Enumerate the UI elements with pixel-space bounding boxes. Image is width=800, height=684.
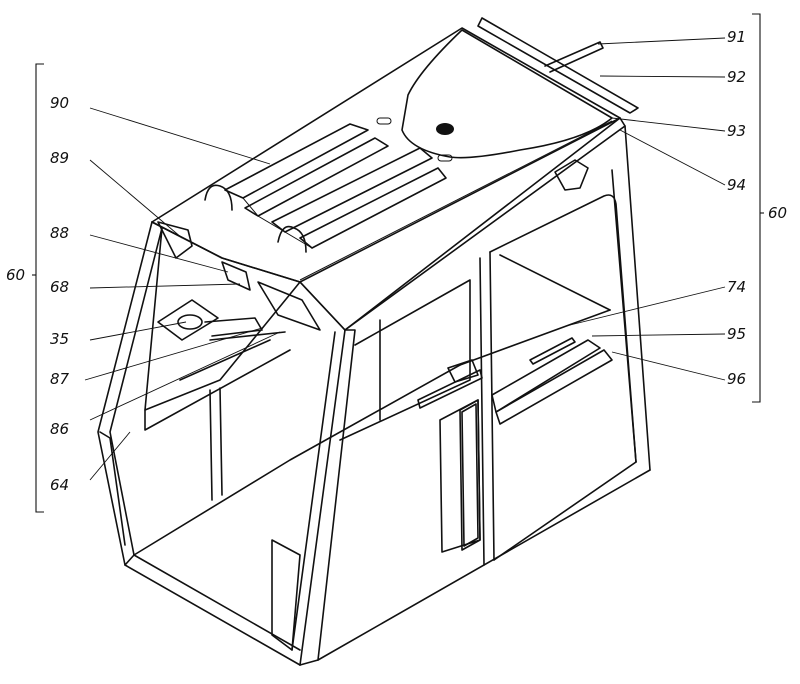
- part-labels: 91 92 93 94 60 90 89 88 68 60 35 87 86 6…: [6, 28, 787, 494]
- label-60-right: 60: [768, 204, 787, 222]
- roof-handles: [204, 117, 453, 253]
- label-60-left: 60: [6, 266, 25, 284]
- label-35: 35: [50, 330, 69, 348]
- bracket-right: [752, 13, 761, 403]
- window-grille-95: [491, 339, 601, 413]
- label-94: 94: [727, 176, 746, 194]
- label-64: 64: [50, 476, 69, 494]
- label-93: 93: [727, 122, 746, 140]
- label-89: 89: [50, 149, 69, 167]
- interior-panel: [157, 261, 483, 409]
- window-grille-96: [495, 349, 613, 425]
- label-68: 68: [50, 278, 69, 296]
- label-95: 95: [727, 325, 746, 343]
- label-86: 86: [50, 420, 69, 438]
- label-91: 91: [727, 28, 746, 46]
- hinge-bracket-94: [554, 159, 589, 191]
- cab-frame: [97, 125, 651, 666]
- sun-visor: [157, 221, 193, 259]
- hatch-rail: [477, 17, 639, 114]
- leader-lines: [84, 37, 726, 481]
- label-88: 88: [50, 224, 69, 242]
- label-96: 96: [727, 370, 746, 388]
- bracket-left: [35, 63, 44, 513]
- hatch-handle: [436, 123, 454, 135]
- label-90: 90: [50, 94, 69, 112]
- roof-hatch-mesh: [401, 29, 613, 159]
- label-87: 87: [50, 370, 70, 388]
- roof-vent-grilles: [224, 123, 447, 249]
- label-92: 92: [727, 68, 746, 86]
- label-74: 74: [727, 278, 746, 296]
